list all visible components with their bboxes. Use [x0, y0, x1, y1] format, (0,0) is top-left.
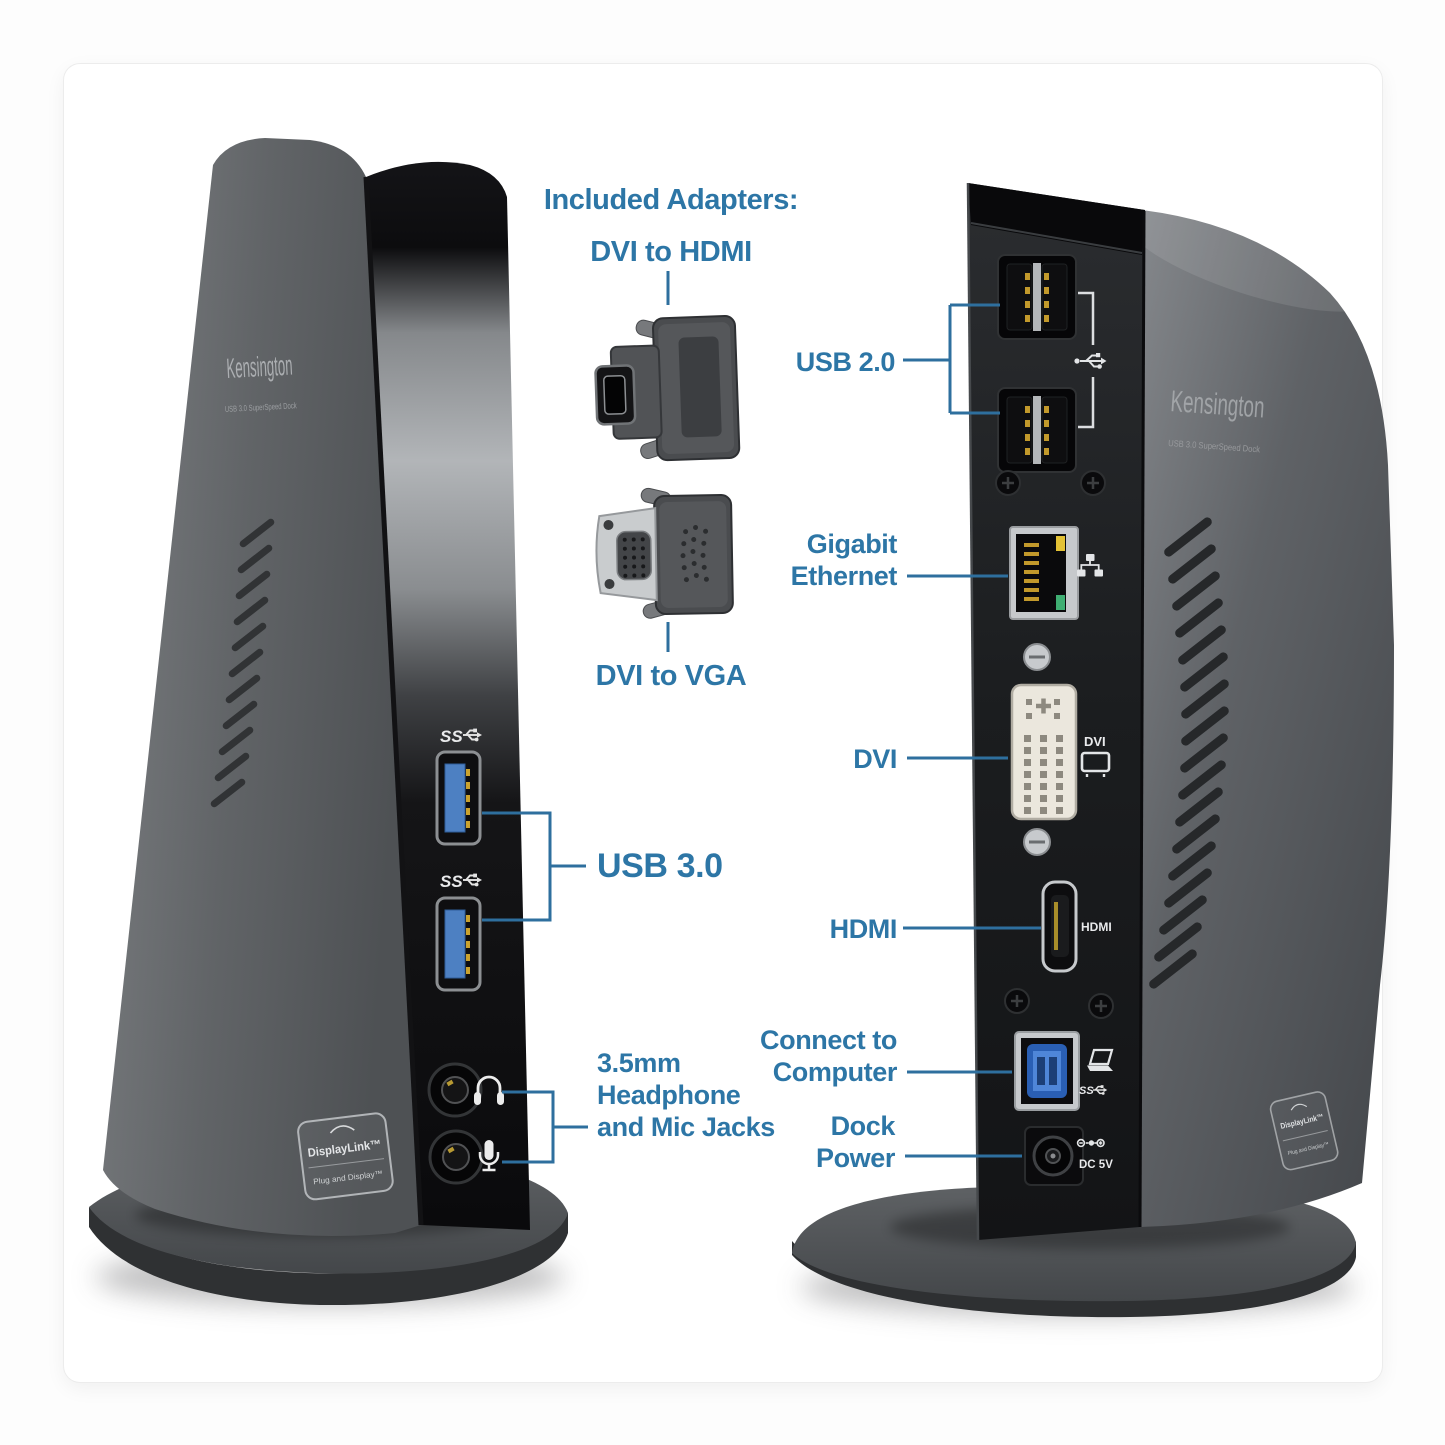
ethernet-led-yellow: [1056, 536, 1065, 551]
label-dvi-to-vga: DVI to VGA: [595, 660, 747, 692]
dvi-to-hdmi-adapter: [594, 315, 741, 462]
vga-female-socket: [595, 507, 658, 602]
grip-dots: [680, 524, 709, 583]
mic-jack: [428, 1129, 484, 1185]
dvi-port: [1010, 683, 1078, 821]
displaylink-arc-icon: [1290, 1103, 1308, 1111]
usb3-port-2: [435, 896, 482, 992]
dc-marking: DC 5V: [1079, 1159, 1113, 1171]
ss-usb-marking-rear: SS: [1079, 1084, 1108, 1097]
rear-dock-top-cap: [968, 183, 1145, 255]
label-connect-to-computer: Connect to Computer: [760, 1025, 897, 1087]
label-hdmi: HDMI: [829, 914, 898, 944]
audio-leader-bracket: [502, 1090, 588, 1164]
rear-displaylink-badge: DisplayLink™ Plug and Display™: [1269, 1091, 1339, 1171]
ethernet-led-green: [1056, 595, 1065, 610]
front-dock-body: [103, 138, 421, 1236]
headphone-jack: [427, 1062, 483, 1118]
ss-usb-marking-bottom: SS: [440, 872, 483, 891]
dc-power-port: [1024, 1126, 1084, 1186]
displaylink-arc-icon: [329, 1125, 355, 1134]
usb3-leader-bracket: [482, 811, 586, 922]
front-displaylink-badge: DisplayLink™ Plug and Display™: [297, 1112, 394, 1201]
hdmi-marking: HDMI: [1081, 920, 1112, 934]
usb2-port-bracket: [1078, 291, 1095, 429]
label-dock-power: Dock Power: [815, 1111, 895, 1173]
label-dvi-to-hdmi: DVI to HDMI: [590, 236, 752, 268]
usb2-leader-bracket: [903, 303, 1000, 415]
dvi-marking: DVI: [1084, 734, 1106, 749]
svg-text:SS: SS: [1079, 1085, 1094, 1097]
svg-text:SS: SS: [440, 727, 463, 746]
usb3-port-1: [435, 750, 482, 846]
front-model-text: USB 3.0 SuperSpeed Dock: [225, 400, 298, 414]
svg-text:SS: SS: [440, 872, 463, 891]
included-adapters-photos: [594, 315, 741, 619]
label-usb3: USB 3.0: [597, 847, 723, 885]
label-audio-jacks: 3.5mm Headphone and Mic Jacks: [597, 1048, 775, 1142]
dock-front-view: Kensington USB 3.0 SuperSpeed Dock Displ…: [89, 138, 568, 1305]
hdmi-port: [1041, 880, 1078, 973]
usb-b-port: [1014, 1031, 1080, 1111]
rear-dock-body: [1140, 210, 1394, 1227]
label-usb2: USB 2.0: [795, 347, 896, 377]
rear-brand-text: Kensington: [1170, 385, 1266, 424]
front-dock-port-strip: [366, 161, 530, 1230]
included-adapters-heading: Included Adapters:: [543, 184, 799, 216]
dock-rear-view: Kensington USB 3.0 SuperSpeed Dock: [792, 182, 1394, 1318]
hdmi-female-socket: [594, 364, 637, 426]
ss-usb-marking-top: SS: [440, 727, 483, 746]
label-gigabit-ethernet: Gigabit Ethernet: [790, 529, 898, 591]
label-dvi: DVI: [853, 744, 897, 774]
front-brand-text: Kensington: [226, 350, 294, 384]
dvi-to-vga-adapter: [595, 487, 734, 619]
